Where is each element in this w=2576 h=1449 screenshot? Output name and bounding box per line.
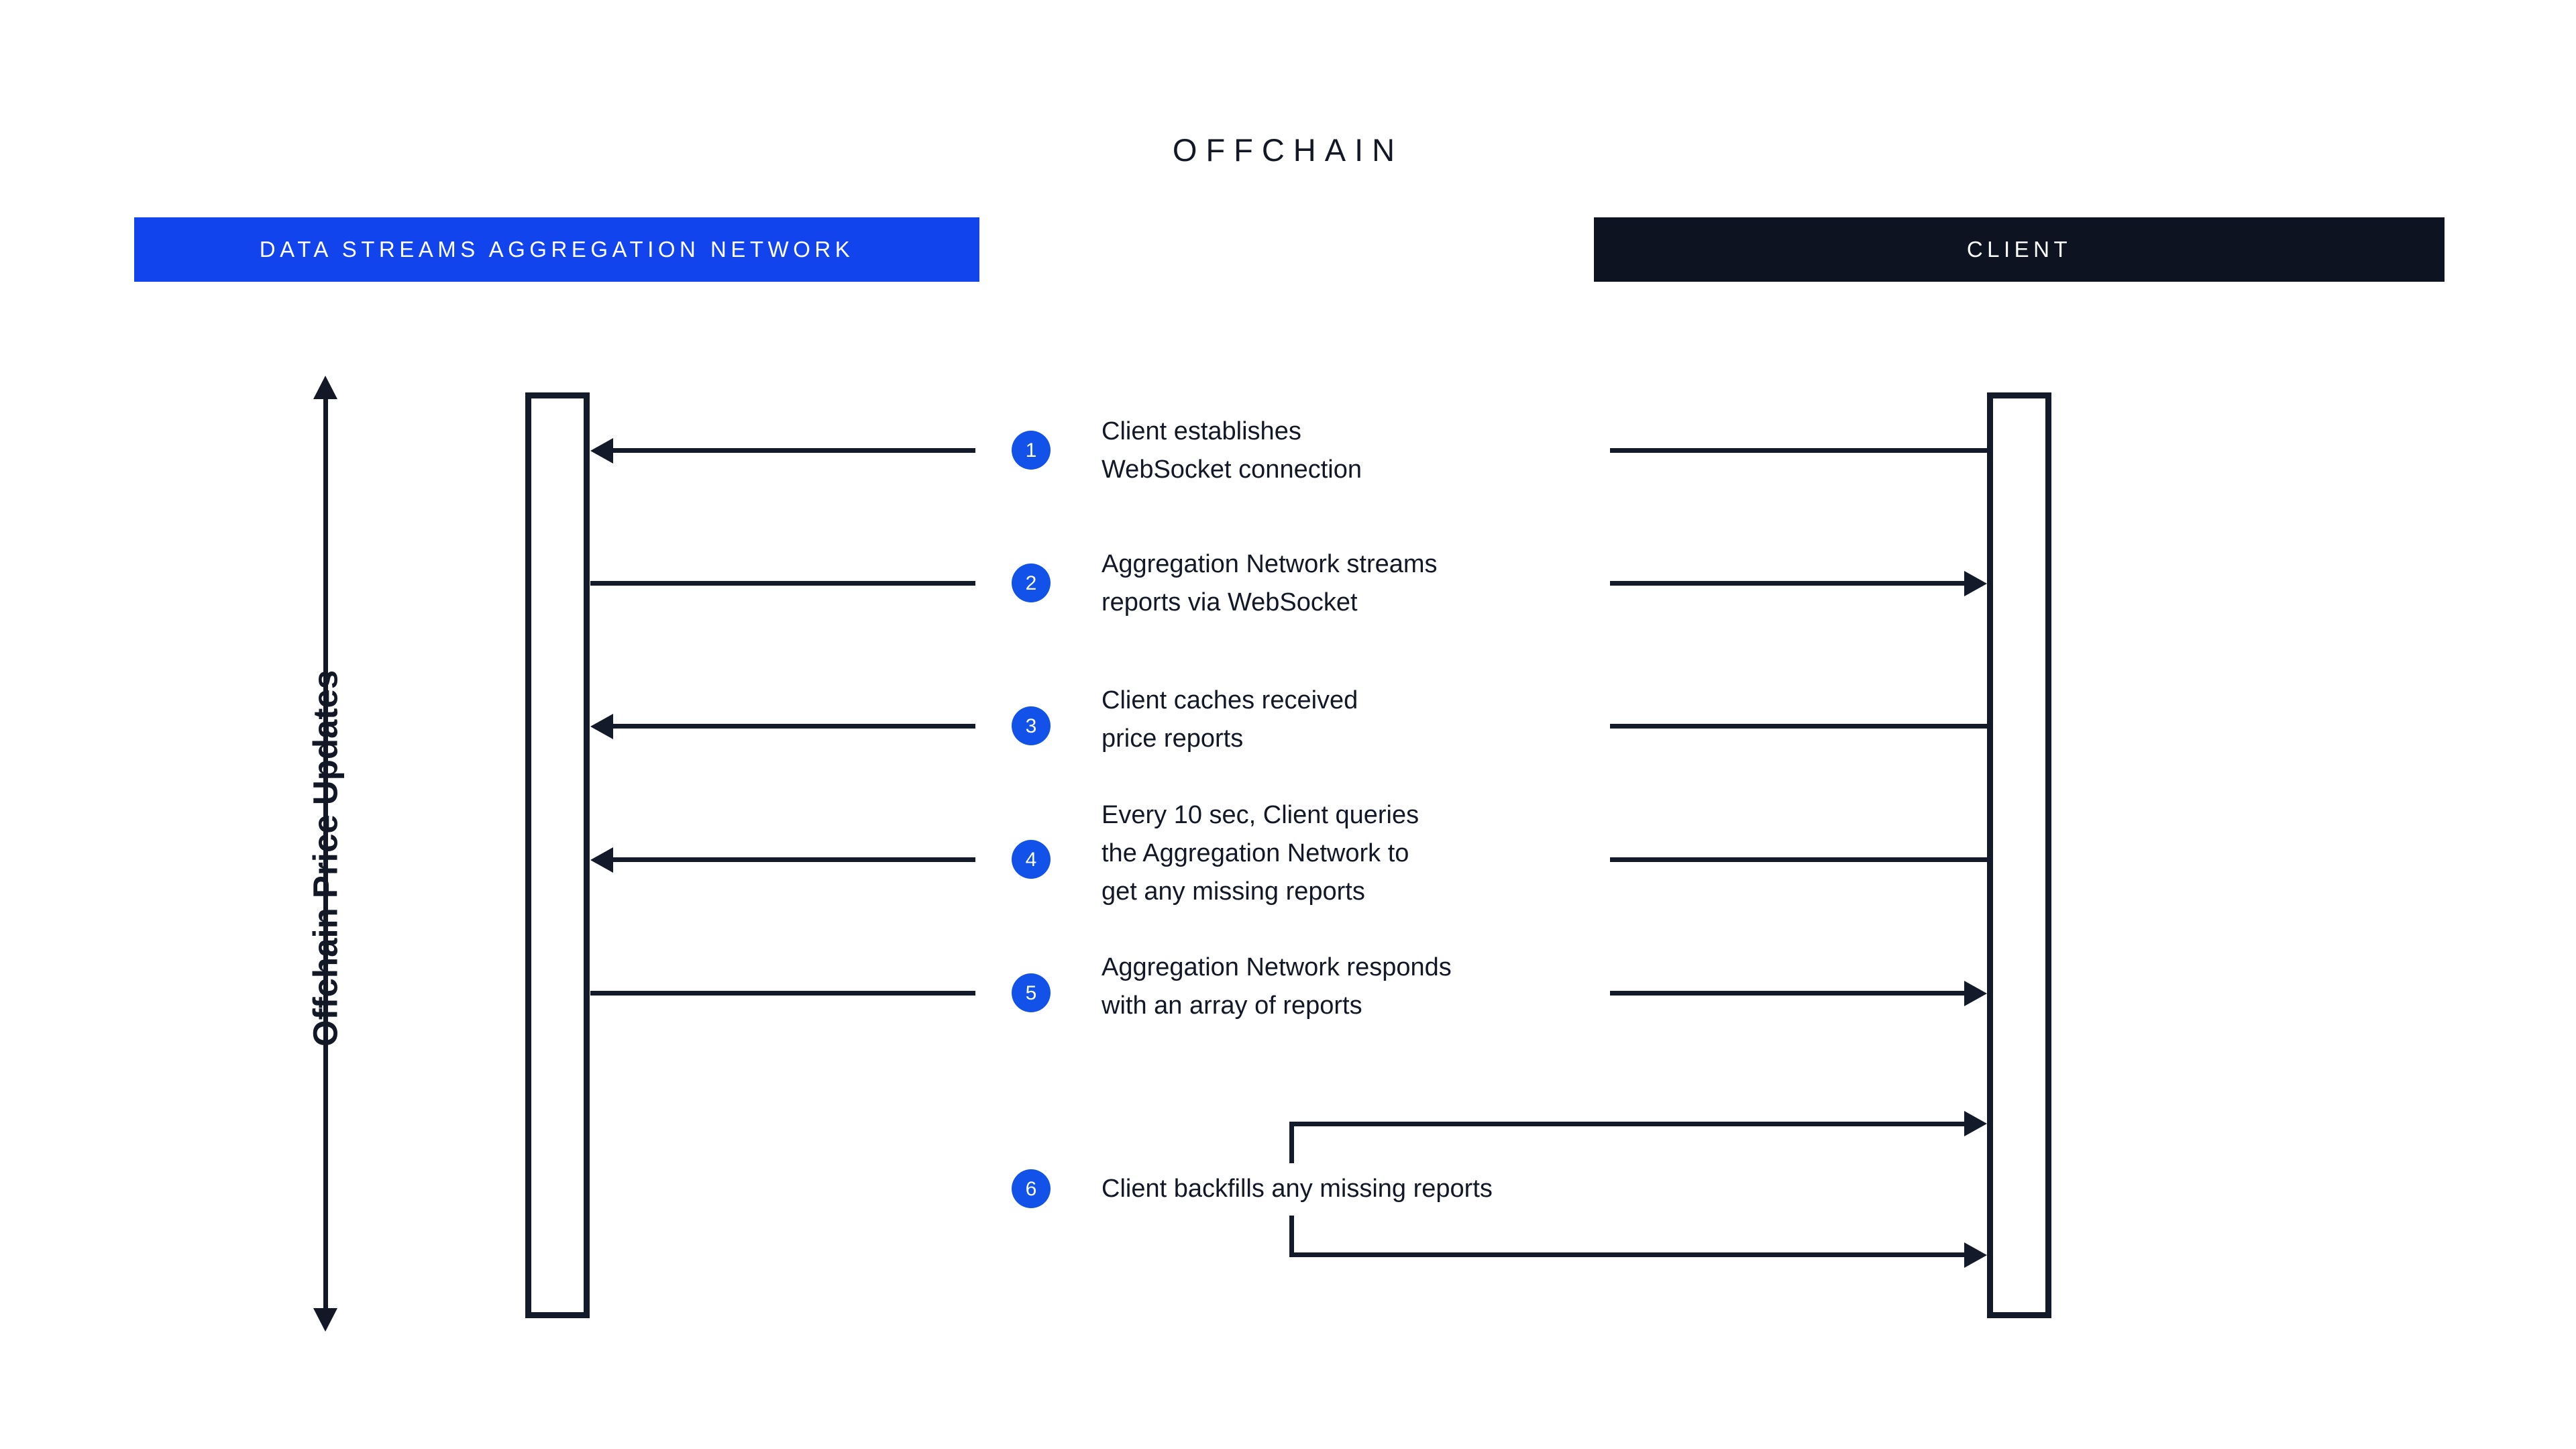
step-2-line-right xyxy=(1610,581,1964,586)
step-badge-2: 2 xyxy=(1012,564,1051,602)
step-text-6: Client backfills any missing reports xyxy=(1102,1175,1493,1203)
lifeline-aggregation-network xyxy=(525,392,590,1318)
step-6-lower-line xyxy=(1289,1252,1964,1257)
lifeline-client xyxy=(1987,392,2051,1318)
arrow-down-icon xyxy=(313,1308,337,1332)
step-6-lower-stub xyxy=(1289,1216,1294,1257)
offchain-price-updates-axis: Offchain Price Updates xyxy=(282,376,369,1332)
step-1-line-left xyxy=(613,448,975,453)
step-text-3: Client caches received price reports xyxy=(1102,686,1358,753)
step-2-line-left xyxy=(590,581,975,586)
step-6-lower-arrowhead xyxy=(1964,1242,1987,1268)
lane-header-aggregation-network: DATA STREAMS AGGREGATION NETWORK xyxy=(134,217,979,282)
step-1-line-right xyxy=(1610,448,1987,453)
arrow-up-icon xyxy=(313,376,337,399)
step-text-2: Aggregation Network streams reports via … xyxy=(1102,550,1438,616)
step-3-line-right xyxy=(1610,724,1987,729)
step-6-upper-line xyxy=(1289,1122,1964,1126)
step-6-upper-arrowhead xyxy=(1964,1111,1987,1136)
step-1-arrowhead xyxy=(590,438,613,464)
axis-line xyxy=(323,397,328,1309)
page-title: OFFCHAIN xyxy=(1172,132,1404,168)
step-badge-5: 5 xyxy=(1012,973,1051,1012)
step-3-line-left xyxy=(613,724,975,729)
step-5-arrowhead xyxy=(1964,981,1987,1006)
step-badge-4: 4 xyxy=(1012,840,1051,879)
step-6-upper-stub xyxy=(1289,1122,1294,1163)
step-4-line-left xyxy=(613,857,975,862)
step-badge-6: 6 xyxy=(1012,1169,1051,1208)
step-badge-3: 3 xyxy=(1012,706,1051,745)
step-text-4: Every 10 sec, Client queries the Aggrega… xyxy=(1102,801,1419,906)
lane-header-client: CLIENT xyxy=(1594,217,2445,282)
step-4-arrowhead xyxy=(590,847,613,873)
step-5-line-left xyxy=(590,991,975,996)
step-badge-1: 1 xyxy=(1012,431,1051,470)
step-3-arrowhead xyxy=(590,714,613,739)
step-2-arrowhead xyxy=(1964,571,1987,596)
step-4-line-right xyxy=(1610,857,1987,862)
step-text-1: Client establishes WebSocket connection xyxy=(1102,417,1362,484)
step-text-5: Aggregation Network responds with an arr… xyxy=(1102,953,1452,1020)
step-5-line-right xyxy=(1610,991,1964,996)
axis-label: Offchain Price Updates xyxy=(306,669,345,1047)
